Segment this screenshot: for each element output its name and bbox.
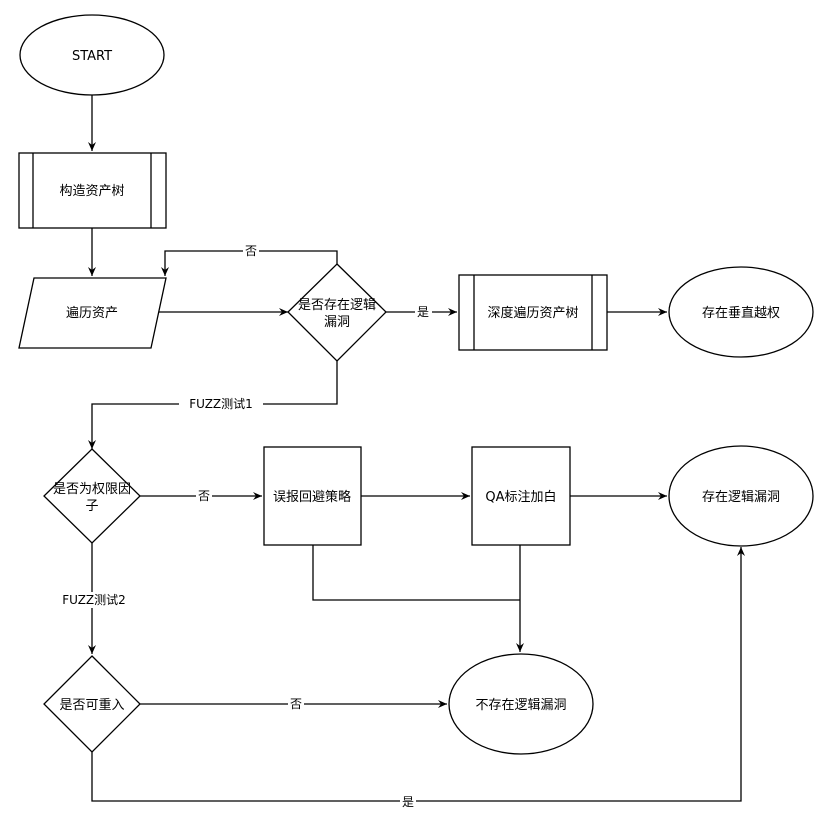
node-vertical-priv-label: 存在垂直越权 — [702, 305, 780, 321]
node-is-perm-factor-line1: 是否为权限因 — [53, 481, 131, 497]
node-is-reentrant[interactable]: 是否可重入 — [43, 655, 141, 753]
edge-fp-down — [312, 545, 520, 601]
node-build-tree[interactable]: 构造资产树 — [18, 152, 167, 229]
node-has-logic-vuln[interactable]: 是否存在逻辑 漏洞 — [287, 263, 387, 362]
edge-label-yes-deep: 是 — [417, 305, 429, 319]
node-no-logic-vuln[interactable]: 不存在逻辑漏洞 — [448, 653, 594, 755]
edge-labels: 否 是 FUZZ测试1 否 FUZZ测试2 否 是 — [52, 243, 432, 809]
edge-label-reentrant-no: 否 — [290, 697, 302, 711]
edge-label-perm-no: 否 — [198, 489, 210, 503]
node-false-positive[interactable]: 误报回避策略 — [263, 446, 362, 546]
node-is-reentrant-label: 是否可重入 — [59, 697, 124, 713]
node-has-logic-vuln-line2: 漏洞 — [324, 314, 350, 330]
node-qa-whitelist[interactable]: QA标注加白 — [471, 446, 571, 546]
node-traverse[interactable]: 遍历资产 — [18, 277, 167, 349]
node-has-logic-vuln-line1: 是否存在逻辑 — [298, 298, 376, 313]
node-qa-whitelist-label: QA标注加白 — [485, 489, 556, 505]
node-build-tree-label: 构造资产树 — [59, 184, 124, 199]
edge-label-fuzz1: FUZZ测试1 — [189, 396, 253, 411]
edge-reentrant-yes — [91, 547, 745, 802]
node-is-perm-factor[interactable]: 是否为权限因 子 — [43, 448, 141, 544]
node-vertical-priv[interactable]: 存在垂直越权 — [668, 266, 814, 358]
node-traverse-label: 遍历资产 — [66, 305, 118, 321]
node-start-label: START — [72, 49, 112, 64]
edge-label-loop-no: 否 — [245, 244, 257, 258]
edge-label-fuzz2: FUZZ测试2 — [62, 592, 126, 607]
edges — [88, 94, 745, 802]
node-logic-vuln-exists[interactable]: 存在逻辑漏洞 — [668, 445, 814, 547]
node-deep-traverse-label: 深度遍历资产树 — [487, 305, 578, 321]
node-logic-vuln-exists-label: 存在逻辑漏洞 — [702, 489, 780, 505]
node-false-positive-label: 误报回避策略 — [273, 489, 351, 505]
node-is-perm-factor-line2: 子 — [85, 499, 98, 514]
edge-label-reentrant-yes: 是 — [402, 795, 414, 809]
node-no-logic-vuln-label: 不存在逻辑漏洞 — [475, 697, 566, 713]
node-start[interactable]: START — [19, 14, 165, 96]
node-deep-traverse[interactable]: 深度遍历资产树 — [458, 274, 608, 351]
